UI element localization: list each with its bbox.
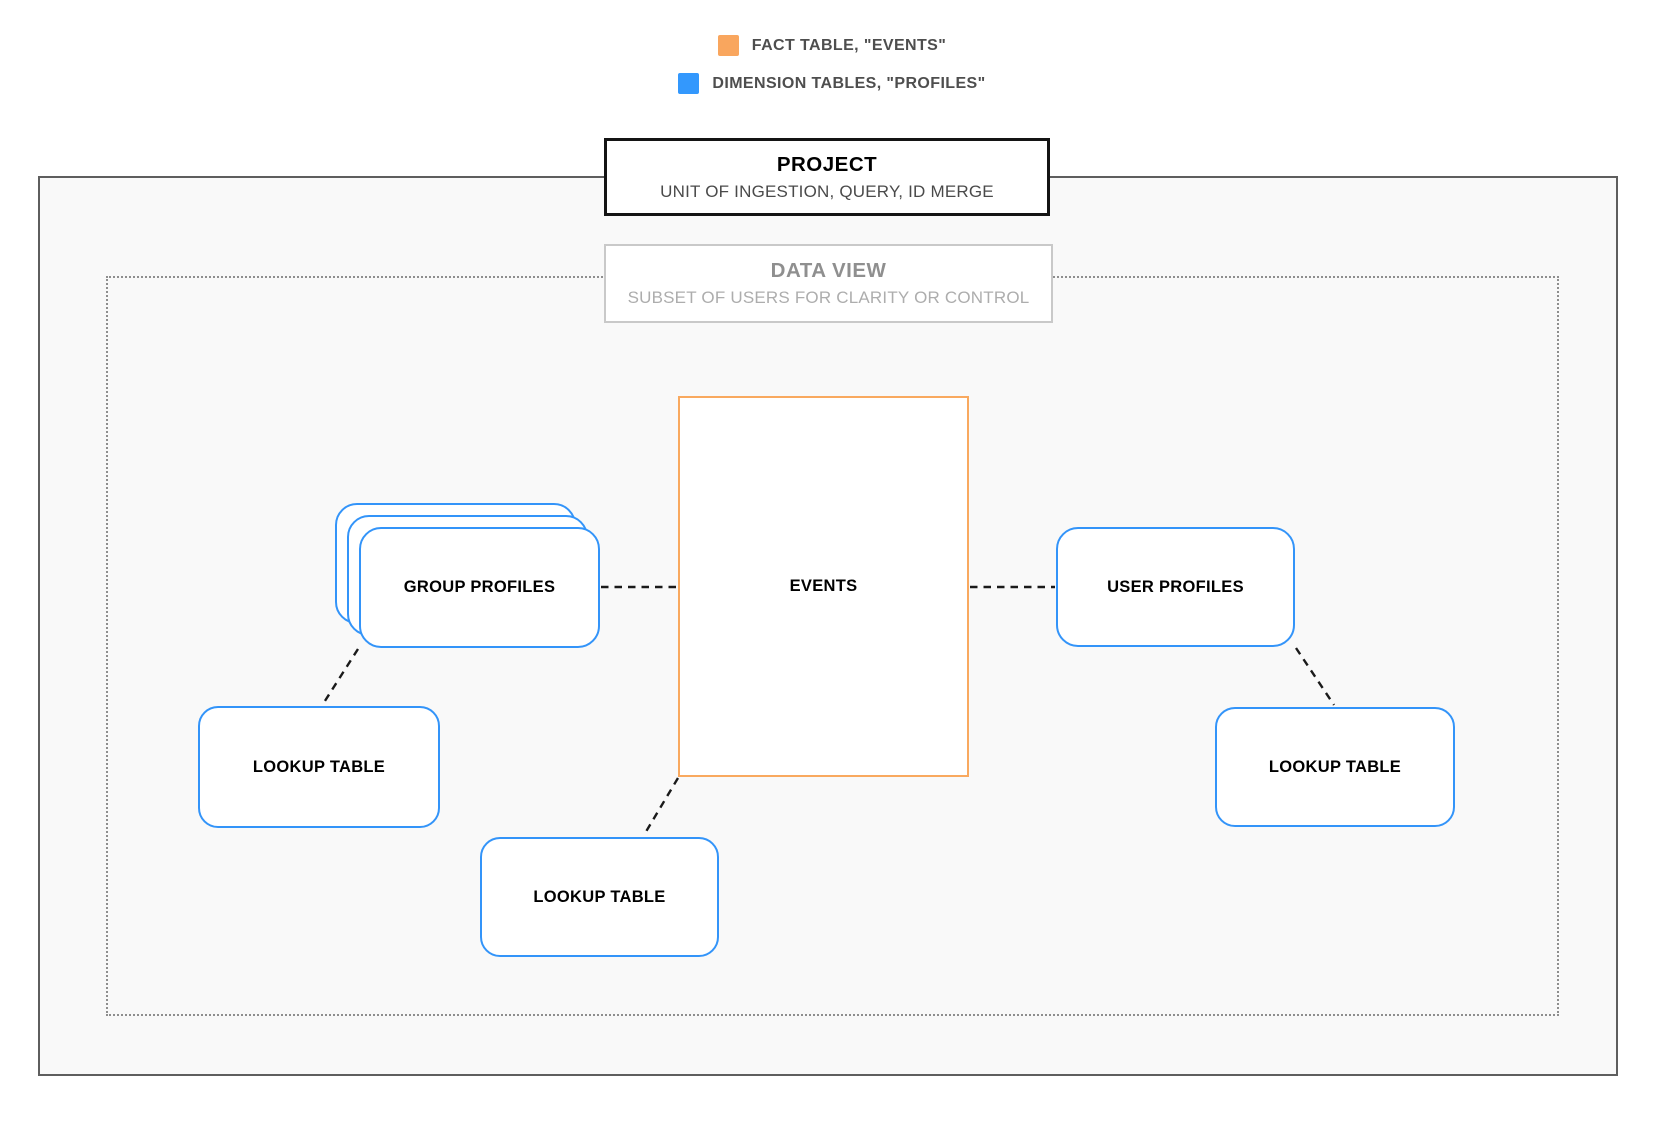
lookup-table-right-label: LOOKUP TABLE [1268,757,1402,776]
data-view-header-box: DATA VIEW SUBSET OF USERS FOR CLARITY OR… [604,244,1053,323]
lookup-table-left-label: LOOKUP TABLE [252,757,386,776]
legend-label: DIMENSION TABLES, "PROFILES" [712,74,986,92]
user-profiles-node: USER PROFILES [1056,527,1295,647]
lookup-table-center-node: LOOKUP TABLE [480,837,719,957]
group-profiles-label: GROUP PROFILES [403,578,556,596]
fact-color-swatch-icon [717,35,739,56]
lookup-table-center-label: LOOKUP TABLE [533,887,666,906]
project-header-box: PROJECT UNIT OF INGESTION, QUERY, ID MER… [604,138,1050,216]
legend-label: FACT TABLE, "EVENTS" [751,36,947,54]
events-label: EVENTS [789,577,858,595]
lookup-table-left-node: LOOKUP TABLE [198,706,440,828]
data-view-subtitle: SUBSET OF USERS FOR CLARITY OR CONTROL [627,288,1030,307]
events-node: EVENTS [678,396,969,777]
data-view-title: DATA VIEW [770,259,887,282]
project-subtitle: UNIT OF INGESTION, QUERY, ID MERGE [660,181,994,201]
user-profiles-label: USER PROFILES [1107,577,1244,596]
legend-item-fact-table: FACT TABLE, "EVENTS" [717,35,947,56]
legend-item-dimension-tables: DIMENSION TABLES, "PROFILES" [678,73,985,94]
dimension-color-swatch-icon [678,73,700,94]
project-title: PROJECT [776,152,878,176]
group-profiles-node: GROUP PROFILES [359,527,600,648]
legend: FACT TABLE, "EVENTS" DIMENSION TABLES, "… [0,35,1664,94]
lookup-table-right-node: LOOKUP TABLE [1215,707,1455,827]
